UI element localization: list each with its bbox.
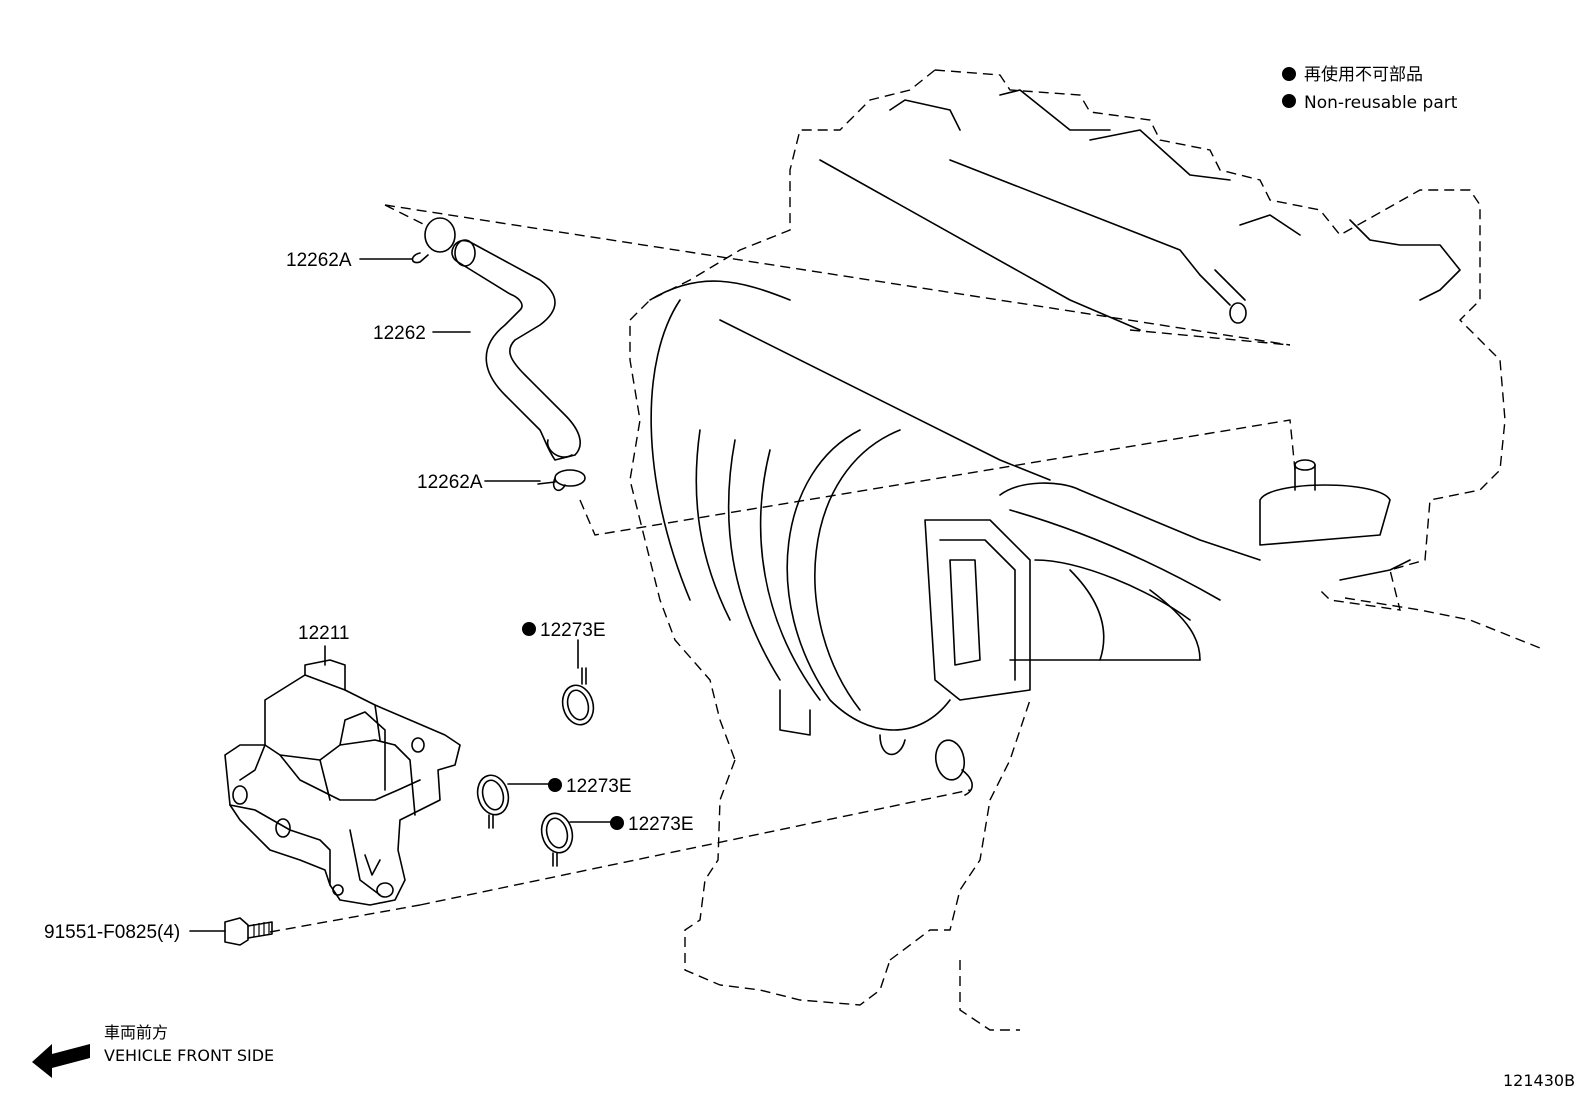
label-hose: 12262 (373, 323, 426, 344)
intake-manifold (649, 280, 1411, 756)
legend-marker-jp (1282, 67, 1296, 81)
direction-jp: 車両前方 (104, 1023, 168, 1042)
non-reusable-marker-3 (610, 816, 624, 830)
engine-outline (629, 69, 1546, 1031)
non-reusable-marker-1 (522, 622, 536, 636)
label-separator: 12211 (298, 623, 349, 644)
hose-clamp-top (411, 217, 456, 264)
front-arrow-icon (32, 1044, 90, 1078)
legend: 再使用不可部品 Non-reusable part (1282, 64, 1458, 113)
figure-id: 121430B (1503, 1071, 1575, 1090)
gasket-2 (476, 774, 510, 829)
bolt (224, 917, 273, 946)
gasket-1 (561, 667, 595, 726)
label-bolt: 91551-F0825(4) (44, 922, 180, 943)
label-leaders (189, 258, 611, 932)
leader-lines (269, 204, 1296, 933)
gasket-3 (540, 812, 574, 867)
label-gasket-2: 12273E (566, 776, 632, 797)
non-reusable-marker-2 (548, 778, 562, 792)
hose (451, 239, 581, 461)
separator-assembly (224, 659, 461, 906)
label-gasket-1: 12273E (540, 620, 606, 641)
engine-seal-seat (934, 739, 973, 796)
legend-en: Non-reusable part (1304, 93, 1458, 113)
front-direction: 車両前方 VEHICLE FRONT SIDE (32, 1023, 274, 1078)
direction-en: VEHICLE FRONT SIDE (104, 1046, 274, 1065)
label-hose-clamp-top: 12262A (286, 250, 352, 271)
legend-marker-en (1282, 94, 1296, 108)
label-hose-clamp-bottom: 12262A (417, 472, 483, 493)
hose-clamp-bottom (537, 469, 586, 492)
label-gasket-3: 12273E (628, 814, 694, 835)
legend-jp: 再使用不可部品 (1304, 64, 1423, 85)
